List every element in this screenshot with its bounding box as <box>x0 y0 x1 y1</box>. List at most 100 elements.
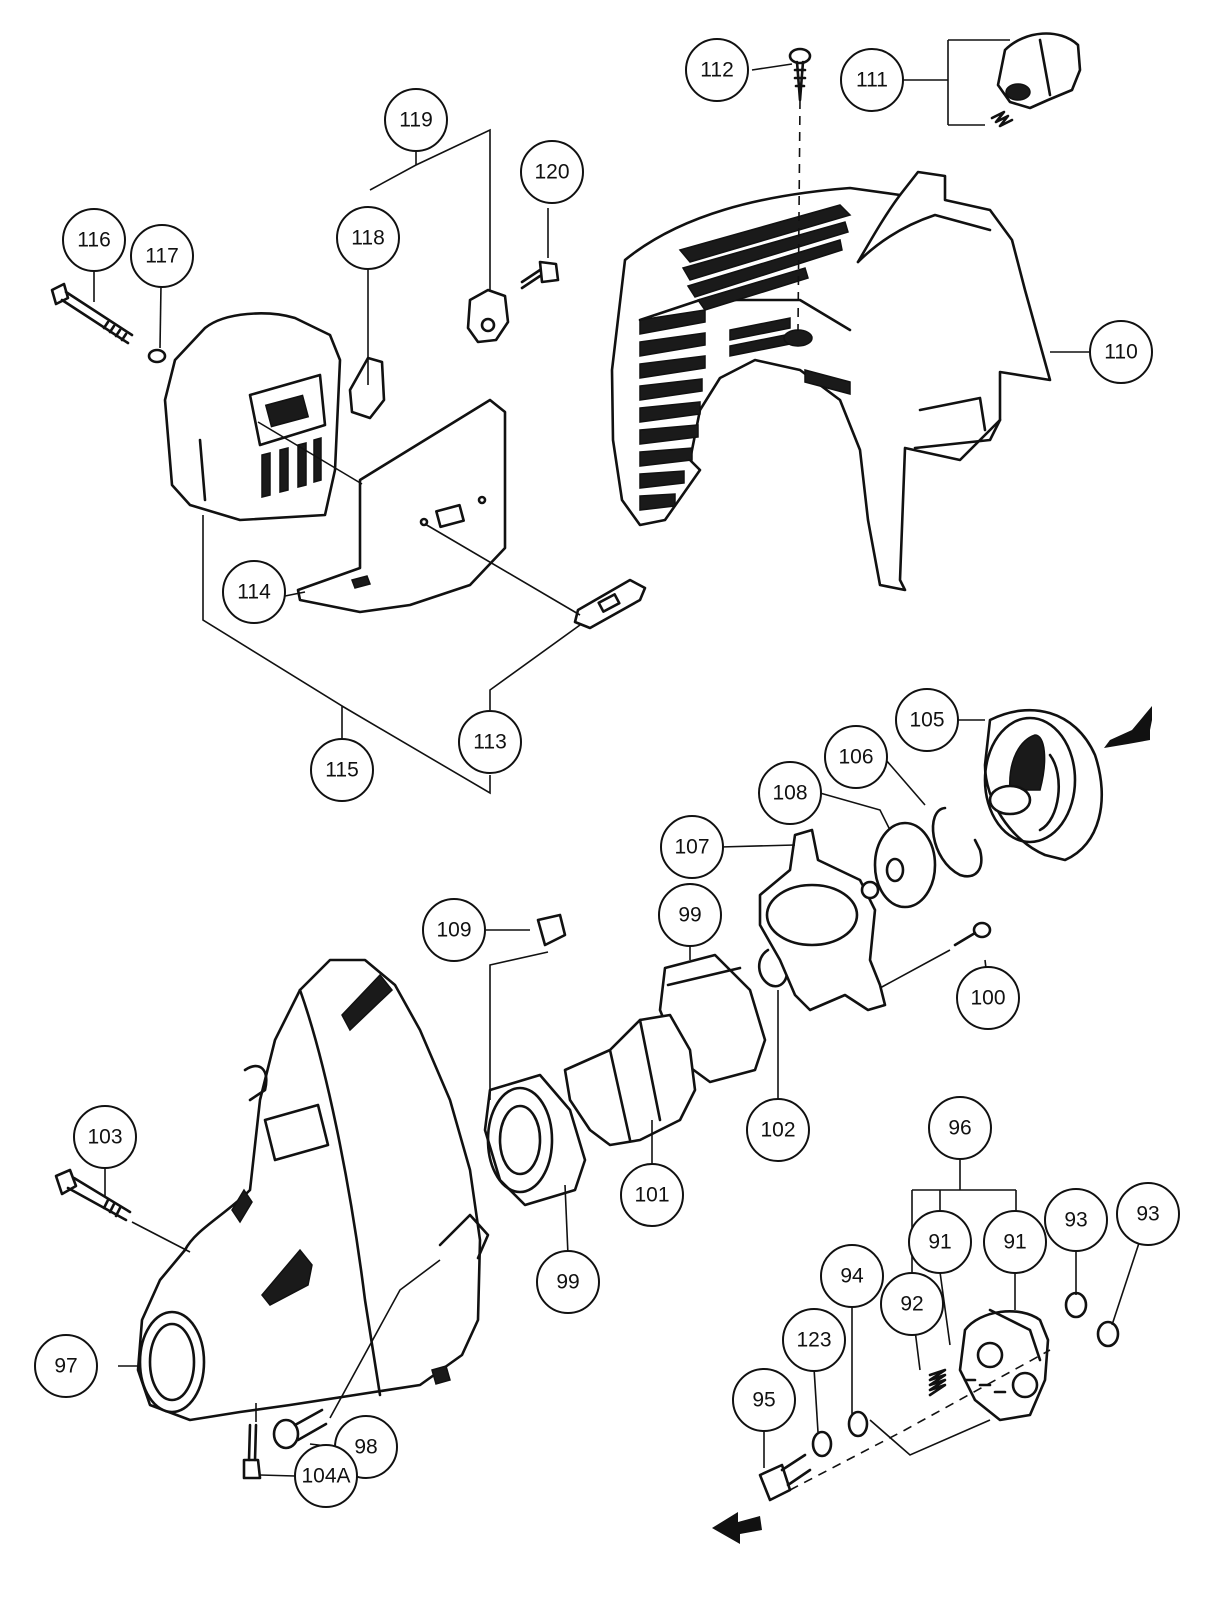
svg-text:91: 91 <box>1003 1231 1026 1254</box>
part-101-drive-cylinder <box>563 1013 697 1147</box>
svg-text:119: 119 <box>399 109 432 132</box>
part-106-clip <box>931 806 983 878</box>
svg-text:91: 91 <box>928 1231 951 1254</box>
svg-text:107: 107 <box>674 836 709 859</box>
part-116-bolt <box>50 282 134 345</box>
svg-text:99: 99 <box>678 904 701 927</box>
callout: 92 <box>880 1272 944 1336</box>
svg-text:101: 101 <box>634 1184 669 1207</box>
part-111-plug-cap <box>990 32 1082 128</box>
part-100-screw <box>953 921 992 947</box>
callout: 93 <box>1044 1188 1108 1252</box>
leader-lines <box>93 39 1141 1491</box>
callout: 97 <box>34 1334 98 1398</box>
svg-text:115: 115 <box>325 759 358 782</box>
part-104a-bolt <box>242 1423 262 1480</box>
part-93-washer-b <box>1096 1320 1120 1348</box>
svg-text:99: 99 <box>556 1271 579 1294</box>
svg-text:110: 110 <box>1104 341 1137 364</box>
svg-text:100: 100 <box>970 987 1005 1010</box>
part-107-clutch-carrier <box>758 828 887 1012</box>
part-112-screw <box>788 47 812 102</box>
svg-text:123: 123 <box>796 1329 831 1352</box>
svg-text:95: 95 <box>752 1389 775 1412</box>
svg-text:102: 102 <box>760 1119 795 1142</box>
svg-text:106: 106 <box>838 746 873 769</box>
svg-text:104A: 104A <box>301 1465 350 1488</box>
part-105-clutch-drum <box>983 708 1103 862</box>
svg-text:92: 92 <box>900 1293 923 1316</box>
part-113-gasket <box>573 578 647 630</box>
callout: 94 <box>820 1244 884 1308</box>
svg-text:96: 96 <box>948 1117 971 1140</box>
svg-text:98: 98 <box>354 1436 377 1459</box>
part-92-spring <box>928 1368 947 1397</box>
svg-text:103: 103 <box>87 1126 122 1149</box>
svg-text:105: 105 <box>909 709 944 732</box>
callout: 118 <box>336 206 400 270</box>
part-123-washer <box>811 1430 833 1458</box>
svg-text:93: 93 <box>1136 1203 1159 1226</box>
part-109-damper <box>536 913 567 947</box>
svg-text:97: 97 <box>54 1355 77 1378</box>
callout: 111 <box>840 48 904 112</box>
callout: 96 <box>928 1096 992 1160</box>
svg-text:116: 116 <box>77 229 110 252</box>
part-97-clutch-housing <box>136 958 490 1422</box>
part-115-muffler <box>163 312 342 522</box>
callout: 110 <box>1089 320 1153 384</box>
part-117-washer <box>147 348 167 364</box>
callout: 91 <box>983 1210 1047 1274</box>
callout: 117 <box>130 224 194 288</box>
direction-arrow-right-icon <box>1104 706 1152 748</box>
callout: 100 <box>956 966 1020 1030</box>
svg-text:112: 112 <box>700 59 733 82</box>
svg-text:93: 93 <box>1064 1209 1087 1232</box>
part-93-washer-a <box>1064 1291 1088 1319</box>
callout: 120 <box>520 140 584 204</box>
callout: 119 <box>384 88 448 152</box>
callout: 93 <box>1116 1182 1180 1246</box>
part-118-gasket <box>348 356 386 420</box>
callout: 105 <box>895 688 959 752</box>
callout: 108 <box>758 761 822 825</box>
part-103-bolt <box>54 1168 132 1222</box>
callout: 114 <box>222 560 286 624</box>
callout: 101 <box>620 1163 684 1227</box>
svg-text:109: 109 <box>436 919 471 942</box>
part-114-heat-shield <box>296 398 507 614</box>
svg-text:118: 118 <box>351 227 384 250</box>
part-99-bushing-front <box>483 1073 587 1207</box>
callout: 99 <box>658 883 722 947</box>
callout: 103 <box>73 1105 137 1169</box>
callout: 102 <box>746 1098 810 1162</box>
part-108-washer <box>873 821 937 909</box>
callout: 99 <box>536 1250 600 1314</box>
callout: 91 <box>908 1210 972 1274</box>
part-120-bolt <box>520 260 560 290</box>
cover-vent-slots <box>639 204 852 511</box>
part-95-bolt <box>758 1453 812 1502</box>
callout: 123 <box>782 1308 846 1372</box>
callout: 107 <box>660 815 724 879</box>
svg-text:117: 117 <box>145 245 178 268</box>
svg-text:108: 108 <box>772 782 807 805</box>
part-98-bolt <box>272 1408 328 1450</box>
part-119-bracket <box>466 288 510 344</box>
svg-text:94: 94 <box>840 1265 864 1288</box>
svg-text:111: 111 <box>856 69 888 92</box>
part-110-engine-cover <box>610 170 1052 592</box>
callout: 95 <box>732 1368 796 1432</box>
svg-text:113: 113 <box>473 731 506 754</box>
part-96-clutch-shoes <box>958 1308 1050 1422</box>
callout: 116 <box>62 208 126 272</box>
callout: 104A <box>294 1444 358 1508</box>
callout: 112 <box>685 38 749 102</box>
callout: 109 <box>422 898 486 962</box>
svg-text:114: 114 <box>237 581 271 604</box>
part-94-washer <box>847 1410 869 1438</box>
direction-arrow-left-icon <box>712 1512 762 1544</box>
callout: 113 <box>458 710 522 774</box>
callout: 115 <box>310 738 374 802</box>
svg-text:120: 120 <box>534 161 569 184</box>
